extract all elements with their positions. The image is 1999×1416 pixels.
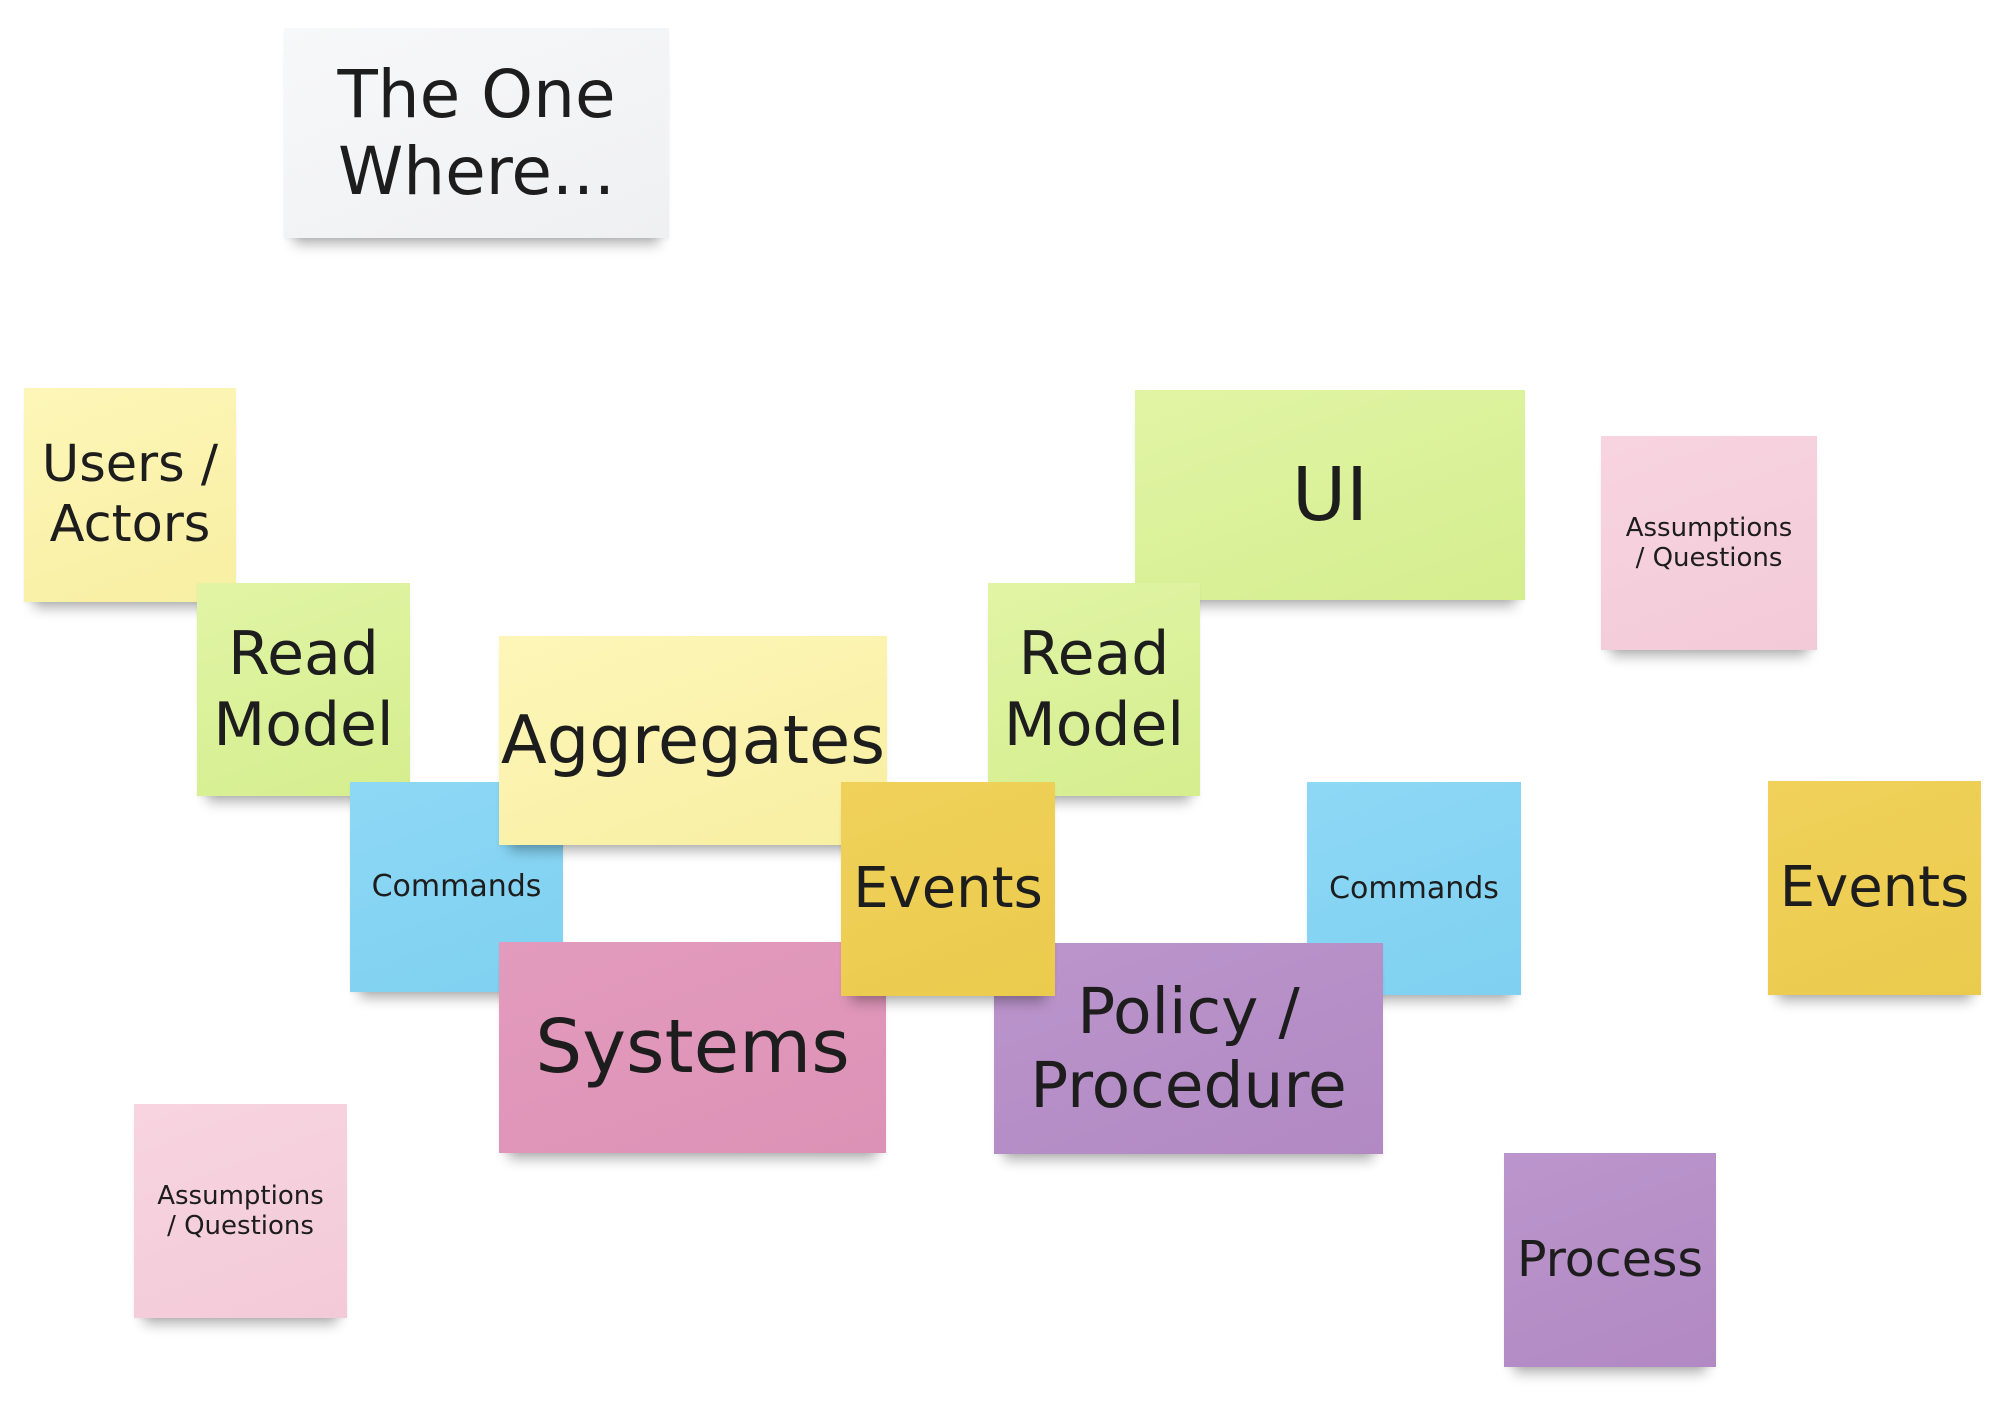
read-model-right-text: Read Model (1004, 619, 1184, 759)
read-model-left-text: Read Model (213, 619, 393, 759)
read-model-note-left[interactable]: Read Model (197, 583, 410, 796)
users-actors-line-1: Users / (41, 435, 219, 495)
users-actors-line-2: Actors (49, 495, 211, 554)
aggregates-label: Aggregates (500, 701, 886, 780)
systems-note[interactable]: Systems (499, 942, 886, 1153)
events-note-right[interactable]: Events (1768, 781, 1981, 995)
title-line-1: The One (337, 55, 616, 133)
users-actors-text: Users / Actors (42, 435, 218, 554)
read-model-left-line-1: Read (228, 619, 379, 690)
ui-note[interactable]: UI (1135, 390, 1525, 600)
read-model-right-line-1: Read (1018, 619, 1170, 690)
events-right-label: Events (1779, 855, 1970, 921)
assumptions-questions-note-top[interactable]: Assumptions / Questions (1601, 436, 1817, 650)
users-actors-note[interactable]: Users / Actors (24, 388, 236, 602)
assumptions-questions-note-bottom[interactable]: Assumptions / Questions (134, 1104, 347, 1318)
process-label: Process (1517, 1231, 1703, 1289)
policy-line-2: Procedure (1030, 1048, 1347, 1122)
title-line-2: Where... (338, 133, 615, 210)
assumptions-top-line-2: / Questions (1635, 543, 1783, 573)
aggregates-note[interactable]: Aggregates (499, 636, 887, 845)
title-note-text: The One Where... (337, 56, 615, 210)
systems-label: Systems (535, 1004, 850, 1091)
title-note[interactable]: The One Where... (284, 28, 669, 238)
read-model-note-right[interactable]: Read Model (988, 583, 1200, 796)
policy-procedure-note[interactable]: Policy / Procedure (994, 943, 1383, 1154)
process-note[interactable]: Process (1504, 1153, 1716, 1367)
events-center-label: Events (853, 856, 1043, 922)
commands-left-label: Commands (371, 869, 542, 905)
ui-note-label: UI (1292, 451, 1368, 538)
policy-procedure-text: Policy / Procedure (1030, 975, 1347, 1122)
commands-right-label: Commands (1329, 870, 1499, 906)
events-note-center[interactable]: Events (841, 782, 1055, 996)
assumptions-bottom-line-1: Assumptions (157, 1180, 324, 1211)
assumptions-top-line-1: Assumptions (1625, 512, 1793, 543)
assumptions-top-text: Assumptions / Questions (1626, 513, 1793, 574)
assumptions-bottom-text: Assumptions / Questions (157, 1181, 324, 1242)
policy-line-1: Policy / (1077, 974, 1300, 1048)
read-model-right-line-2: Model (1003, 689, 1185, 760)
assumptions-bottom-line-2: / Questions (167, 1211, 314, 1241)
read-model-left-line-2: Model (213, 689, 394, 760)
